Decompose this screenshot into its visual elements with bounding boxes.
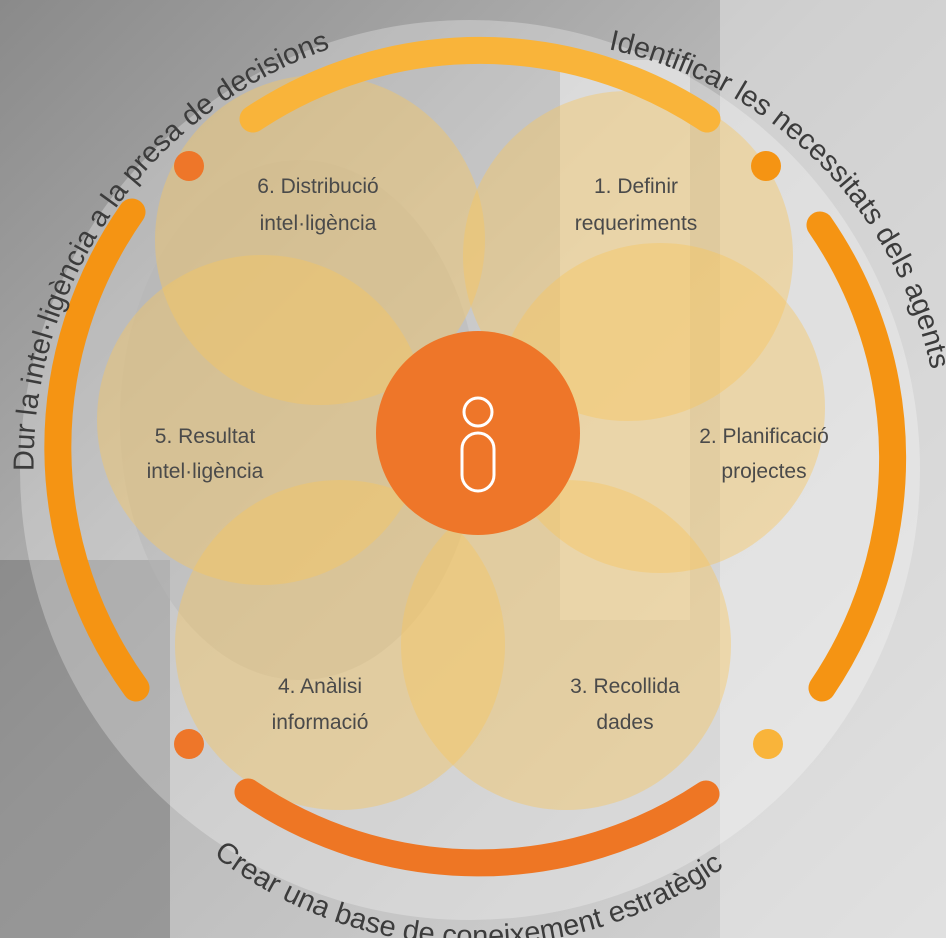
step-4-title: 4. Anàlisi — [278, 675, 362, 698]
petals — [97, 75, 825, 810]
step-1-title: 1. Definir — [594, 175, 678, 198]
step-3-subtitle: dades — [596, 711, 653, 734]
petal-4 — [175, 480, 505, 810]
step-6: 6. Distribució intel·ligència — [257, 175, 378, 235]
arc-right — [806, 211, 907, 702]
step-5: 5. Resultat intel·ligència — [147, 425, 264, 483]
petal-2 — [495, 243, 825, 573]
info-icon — [460, 396, 496, 493]
dot-bottom-right — [753, 729, 783, 759]
step-3: 3. Recollida dades — [570, 675, 680, 734]
step-1: 1. Definir requeriments — [575, 175, 698, 235]
arc-bottom — [234, 778, 720, 877]
outer-ring — [44, 37, 907, 877]
arc-top — [239, 37, 721, 133]
step-1-subtitle: requeriments — [575, 212, 698, 235]
center-badge — [376, 331, 580, 535]
step-5-title: 5. Resultat — [155, 425, 256, 448]
dot-bottom-left — [174, 729, 204, 759]
step-4-subtitle: informació — [272, 711, 369, 734]
step-2-subtitle: projectes — [721, 460, 806, 483]
petal-3 — [401, 480, 731, 810]
step-2-title: 2. Planificació — [699, 425, 829, 448]
connector-dots — [174, 151, 783, 759]
step-6-subtitle: intel·ligència — [260, 212, 377, 235]
step-5-subtitle: intel·ligència — [147, 460, 264, 483]
step-2: 2. Planificació projectes — [699, 425, 829, 483]
arc-left — [44, 198, 150, 702]
petal-5 — [97, 255, 427, 585]
step-6-title: 6. Distribució — [257, 175, 378, 198]
step-3-title: 3. Recollida — [570, 675, 680, 698]
petal-6 — [155, 75, 485, 405]
step-4: 4. Anàlisi informació — [272, 675, 369, 734]
dot-top-left — [174, 151, 204, 181]
petal-1 — [463, 91, 793, 421]
dot-top-right — [751, 151, 781, 181]
